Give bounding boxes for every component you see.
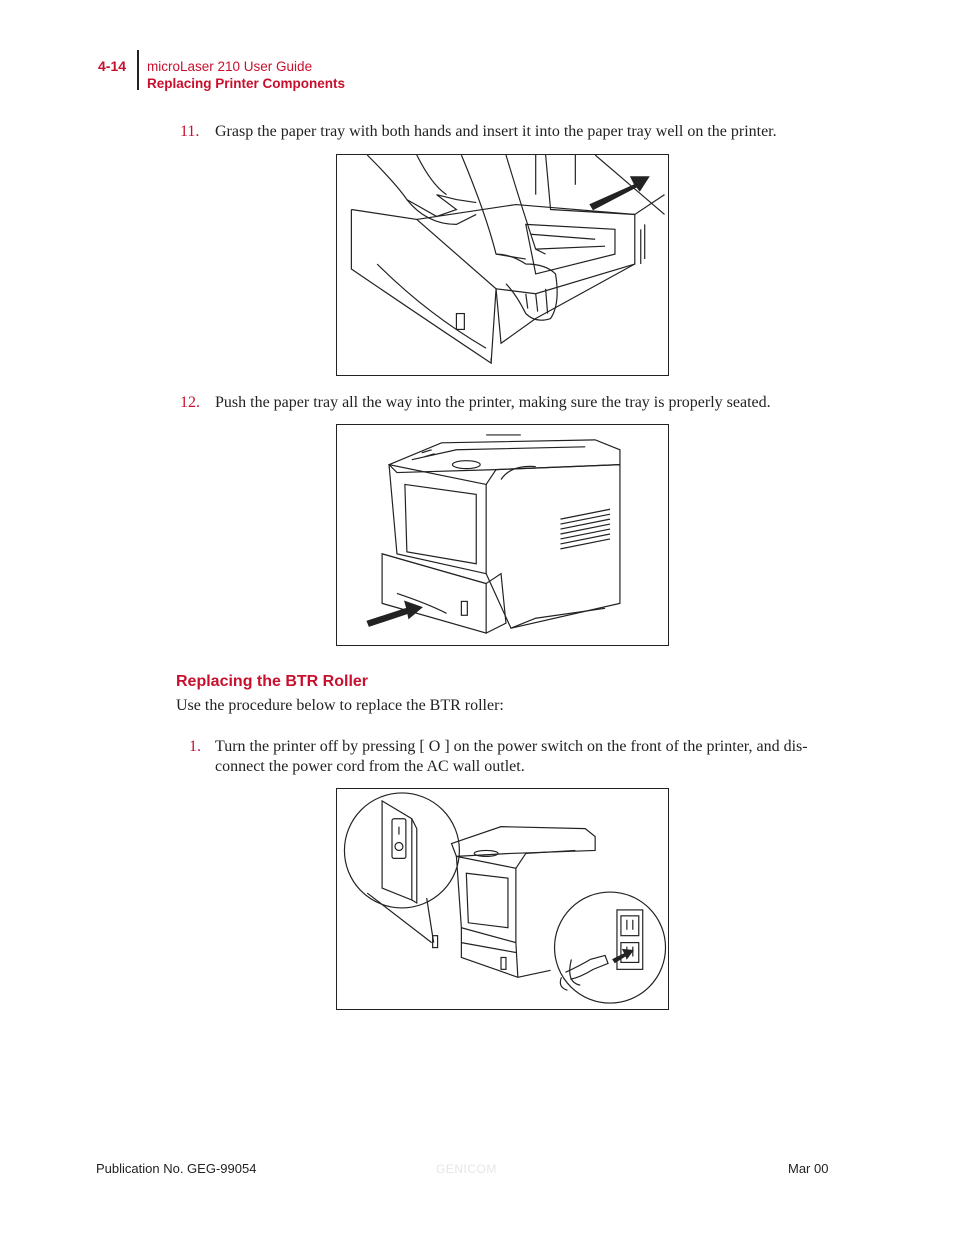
step-text-line-1: Turn the printer off by pressing [ O ] o… (215, 738, 808, 755)
step-number: 1. (189, 738, 201, 755)
genicom-logo: GENICOM (436, 1162, 497, 1176)
publication-date: Mar 00 (788, 1161, 829, 1176)
step-text-line-2: connect the power cord from the AC wall … (215, 758, 525, 775)
publication-number: Publication No. GEG-99054 (96, 1161, 257, 1176)
guide-title: microLaser 210 User Guide (147, 59, 313, 74)
header-divider (137, 50, 139, 90)
section-title: Replacing Printer Components (147, 76, 346, 91)
section-heading: Replacing the BTR Roller (176, 673, 369, 690)
step-number: 12. (180, 394, 200, 411)
power-off-illustration (343, 792, 667, 1004)
page-number: 4-14 (98, 58, 127, 74)
figure-insert-tray (336, 154, 669, 376)
figure-push-tray (336, 424, 669, 646)
step-number: 11. (180, 123, 200, 140)
step-text: Push the paper tray all the way into the… (215, 394, 771, 411)
push-tray-illustration (366, 434, 621, 634)
section-intro: Use the procedure below to replace the B… (176, 697, 504, 714)
insert-tray-illustration (350, 155, 665, 365)
step-text: Grasp the paper tray with both hands and… (215, 123, 777, 140)
figure-power-off (336, 788, 669, 1010)
